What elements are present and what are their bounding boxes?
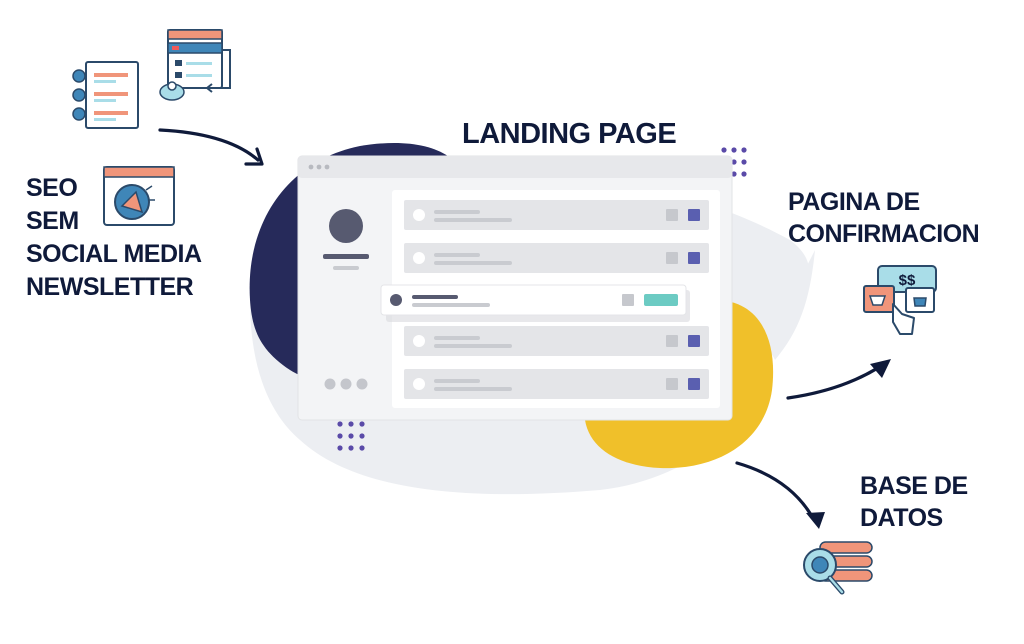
- arrow-channels-to-landing: [158, 128, 264, 166]
- channel-social-media: SOCIAL MEDIA: [26, 240, 202, 268]
- profile-name-bar: [323, 254, 369, 259]
- megaphone-icon: [103, 166, 175, 226]
- shopping-price-icon: $$: [863, 265, 937, 335]
- checklist-document-icon: [159, 29, 231, 101]
- price-badge-text: $$: [899, 272, 916, 289]
- list-row: [404, 200, 709, 230]
- sidebar-dot: [340, 378, 352, 390]
- gray-tail: [760, 250, 815, 360]
- database-line-2: DATOS: [860, 504, 943, 532]
- channel-newsletter: NEWSLETTER: [26, 273, 194, 301]
- window-dot: [316, 164, 322, 170]
- profile-sub-bar: [333, 266, 359, 270]
- channel-sem: SEM: [26, 207, 79, 235]
- highlighted-row: [380, 284, 690, 322]
- sidebar-dot: [356, 378, 368, 390]
- sidebar-dot: [324, 378, 336, 390]
- list-row: [404, 369, 709, 399]
- list-row: [404, 243, 709, 273]
- form-document-icon: [72, 61, 139, 129]
- list-row: [404, 326, 709, 356]
- window-dot: [324, 164, 330, 170]
- window-dot: [308, 164, 314, 170]
- arrow-landing-to-confirmation: [786, 362, 886, 400]
- database-line-1: BASE DE: [860, 472, 968, 500]
- channel-list: SEO SEM SOCIAL MEDIA NEWSLETTER: [26, 172, 202, 304]
- confirmation-label: PAGINA DE CONFIRMACION: [788, 186, 980, 250]
- confirmation-line-2: CONFIRMACION: [788, 220, 980, 248]
- landing-page-title: LANDING PAGE: [462, 118, 677, 150]
- channel-seo: SEO: [26, 174, 78, 202]
- landing-page-window: [297, 155, 733, 421]
- arrowhead: [806, 512, 825, 529]
- arrow-landing-to-database: [735, 461, 816, 522]
- database-label: BASE DE DATOS: [860, 470, 968, 534]
- arrowhead: [870, 359, 891, 378]
- dot-grid-bottom-left: [337, 421, 365, 451]
- avatar: [329, 209, 363, 243]
- confirmation-line-1: PAGINA DE: [788, 188, 920, 216]
- database-search-icon: [803, 541, 873, 595]
